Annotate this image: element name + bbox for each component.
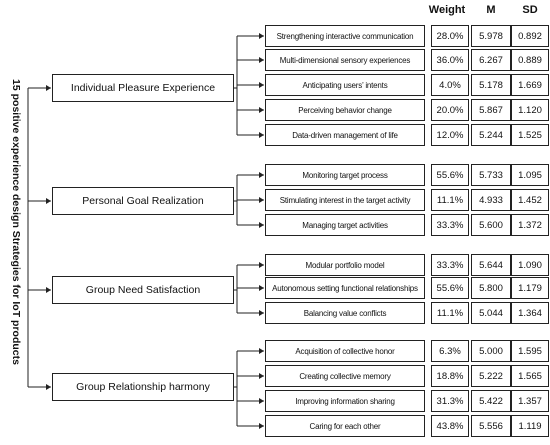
weight-cell: 33.3%: [431, 254, 469, 276]
strategy-branch-arrow: [259, 33, 264, 39]
strategy-branch-arrow: [259, 348, 264, 354]
root-label-text: 15 positive experience design Strategies…: [10, 79, 22, 365]
mean-cell: 6.267: [471, 49, 511, 71]
strategy-label: Autonomous setting functional relationsh…: [265, 277, 425, 299]
strategy-branch-arrow: [259, 398, 264, 404]
mean-cell: 5.733: [471, 164, 511, 186]
header-sd: SD: [522, 4, 538, 16]
strategy-branch-arrow: [259, 82, 264, 88]
weight-cell: 33.3%: [431, 214, 469, 236]
root-branch-arrow: [46, 85, 51, 91]
weight-cell: 4.0%: [431, 74, 469, 96]
strategy-branch-arrow: [259, 373, 264, 379]
mean-cell: 5.867: [471, 99, 511, 121]
weight-cell: 36.0%: [431, 49, 469, 71]
root-branch-arrow: [46, 287, 51, 293]
sd-cell: 1.095: [511, 164, 549, 186]
sd-cell: 0.892: [511, 25, 549, 47]
sd-cell: 1.595: [511, 340, 549, 362]
strategy-branch-arrow: [259, 423, 264, 429]
sd-cell: 1.452: [511, 189, 549, 211]
strategy-label: Perceiving behavior change: [265, 99, 425, 121]
mean-cell: 5.600: [471, 214, 511, 236]
mean-cell: 5.244: [471, 124, 511, 146]
strategy-label: Creating collective memory: [265, 365, 425, 387]
mean-cell: 5.044: [471, 302, 511, 324]
weight-cell: 18.8%: [431, 365, 469, 387]
mean-cell: 5.222: [471, 365, 511, 387]
strategy-label: Multi-dimensional sensory experiences: [265, 49, 425, 71]
strategy-label: Stimulating interest in the target activ…: [265, 189, 425, 211]
strategy-label: Anticipating users’ intents: [265, 74, 425, 96]
mean-cell: 5.422: [471, 390, 511, 412]
strategy-branch-arrow: [259, 262, 264, 268]
strategy-label: Modular portfolio model: [265, 254, 425, 276]
mean-cell: 5.800: [471, 277, 511, 299]
sd-cell: 1.372: [511, 214, 549, 236]
strategy-branch-arrow: [259, 172, 264, 178]
strategy-branch-arrow: [259, 132, 264, 138]
mean-cell: 5.556: [471, 415, 511, 437]
strategy-branch-arrow: [259, 222, 264, 228]
strategy-branch-arrow: [259, 285, 264, 291]
mean-cell: 4.933: [471, 189, 511, 211]
strategy-label: Caring for each other: [265, 415, 425, 437]
weight-cell: 11.1%: [431, 189, 469, 211]
strategy-label: Monitoring target process: [265, 164, 425, 186]
sd-cell: 1.090: [511, 254, 549, 276]
weight-cell: 11.1%: [431, 302, 469, 324]
strategy-label: Acquisition of collective honor: [265, 340, 425, 362]
sd-cell: 1.357: [511, 390, 549, 412]
root-branch-arrow: [46, 384, 51, 390]
header-m: M: [486, 4, 496, 16]
sd-cell: 1.364: [511, 302, 549, 324]
category-group-relationship: Group Relationship harmony: [52, 373, 234, 401]
strategy-label: Strengthening interactive communication: [265, 25, 425, 47]
category-individual-pleasure: Individual Pleasure Experience: [52, 74, 234, 102]
weight-cell: 20.0%: [431, 99, 469, 121]
weight-cell: 31.3%: [431, 390, 469, 412]
weight-cell: 55.6%: [431, 277, 469, 299]
weight-cell: 43.8%: [431, 415, 469, 437]
strategy-label: Managing target activities: [265, 214, 425, 236]
root-branch-arrow: [46, 198, 51, 204]
strategy-label: Balancing value conflicts: [265, 302, 425, 324]
weight-cell: 12.0%: [431, 124, 469, 146]
strategy-label: Improving information sharing: [265, 390, 425, 412]
sd-cell: 1.669: [511, 74, 549, 96]
mean-cell: 5.178: [471, 74, 511, 96]
sd-cell: 1.120: [511, 99, 549, 121]
weight-cell: 55.6%: [431, 164, 469, 186]
sd-cell: 1.179: [511, 277, 549, 299]
strategy-branch-arrow: [259, 107, 264, 113]
mean-cell: 5.644: [471, 254, 511, 276]
category-group-need: Group Need Satisfaction: [52, 276, 234, 304]
sd-cell: 1.565: [511, 365, 549, 387]
sd-cell: 1.525: [511, 124, 549, 146]
strategy-label: Data-driven management of life: [265, 124, 425, 146]
mean-cell: 5.000: [471, 340, 511, 362]
weight-cell: 6.3%: [431, 340, 469, 362]
header-weight: Weight: [428, 4, 466, 16]
strategy-branch-arrow: [259, 197, 264, 203]
sd-cell: 1.119: [511, 415, 549, 437]
weight-cell: 28.0%: [431, 25, 469, 47]
strategy-branch-arrow: [259, 57, 264, 63]
strategy-branch-arrow: [259, 310, 264, 316]
category-personal-goal: Personal Goal Realization: [52, 187, 234, 215]
mean-cell: 5.978: [471, 25, 511, 47]
root-label: 15 positive experience design Strategies…: [9, 0, 23, 445]
sd-cell: 0.889: [511, 49, 549, 71]
